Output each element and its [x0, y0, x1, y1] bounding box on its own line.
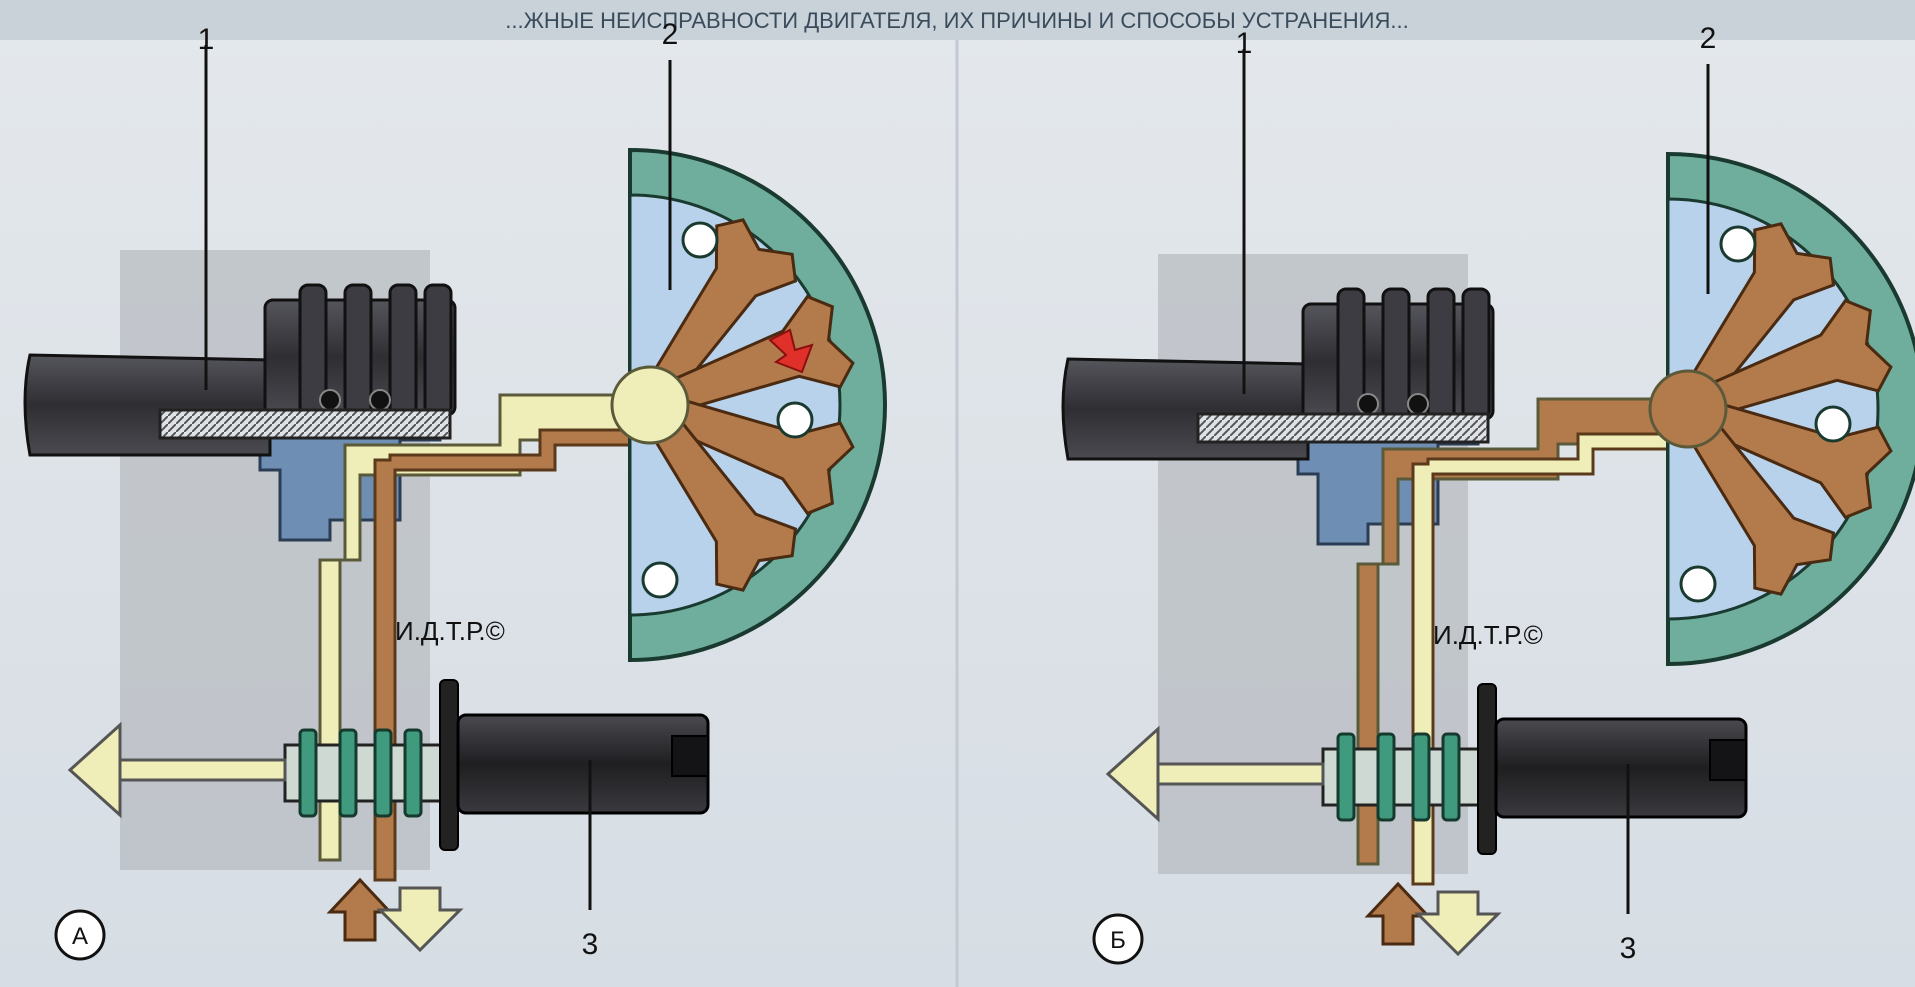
- rotor-hub: [1648, 369, 1728, 449]
- rotor-vane-shape: [1681, 394, 1893, 520]
- bolt-hole: [319, 389, 341, 411]
- gear-ridge: [1461, 287, 1491, 421]
- panel-label-circle: [54, 909, 106, 961]
- stator-hole: [776, 401, 814, 439]
- valve-land: [338, 728, 358, 818]
- drain-arrow-icon: [1105, 725, 1160, 823]
- solenoid-body: [1494, 717, 1748, 819]
- gear-ridge: [1381, 287, 1411, 421]
- rotor-vane-shape: [643, 390, 855, 516]
- drain-line: [1156, 762, 1325, 786]
- rotor-vane-shape: [1681, 298, 1893, 424]
- callout-3: 3: [1620, 932, 1637, 965]
- vane-chamber: [1666, 197, 1880, 621]
- rotor-vane: [643, 390, 855, 516]
- gear-ridge: [423, 283, 453, 417]
- return-arrow-icon: [1414, 890, 1502, 957]
- solenoid-flange: [439, 679, 459, 851]
- callout-1: 1: [1236, 27, 1253, 60]
- rotor-vane: [1674, 398, 1836, 596]
- valve-land: [1376, 732, 1396, 822]
- supply-arrow-icon: [326, 877, 394, 942]
- header-text: ...ЖНЫЕ НЕИСПРАВНОСТИ ДВИГАТЕЛЯ, ИХ ПРИЧ…: [505, 8, 1408, 33]
- gear-ridge: [388, 283, 418, 417]
- panel-a: 1 2 3 И.Д.Т.Р.© А: [23, 18, 887, 961]
- rotation-arrow-icon: [768, 328, 814, 374]
- callout-1: 1: [198, 23, 215, 56]
- stator-hole: [641, 561, 679, 599]
- bolt-hole: [1357, 393, 1379, 415]
- valve-land: [1441, 732, 1461, 822]
- watermark-text: И.Д.Т.Р.©: [1433, 620, 1543, 650]
- panel-label: А: [72, 923, 88, 950]
- header-strip: [0, 0, 1915, 40]
- panel-b: 1 2 3 И.Д.Т.Р.© Б: [1061, 22, 1915, 965]
- stator-hole: [1719, 225, 1757, 263]
- valve-land: [403, 728, 423, 818]
- rotor-vane: [1681, 298, 1893, 424]
- rotor-vane: [1681, 394, 1893, 520]
- rotor-vane-shape: [1674, 398, 1836, 596]
- gear-ridge: [1426, 287, 1456, 421]
- vane-chamber: [628, 193, 842, 617]
- valve-land: [298, 728, 318, 818]
- drain-arrow-icon: [67, 721, 122, 819]
- solenoid-body: [456, 713, 710, 815]
- rotor-hub: [610, 365, 690, 445]
- central-bolt: [1196, 412, 1490, 444]
- valve-land: [373, 728, 393, 818]
- central-bolt: [158, 408, 452, 440]
- stator-hole: [681, 221, 719, 259]
- supply-arrow-icon: [1364, 881, 1432, 946]
- rotor-vane: [643, 294, 855, 420]
- panel-label: Б: [1110, 927, 1126, 954]
- callout-3: 3: [582, 928, 599, 961]
- solenoid-connector: [671, 735, 709, 777]
- rotor-vane-shape: [636, 394, 798, 592]
- valve-land: [1411, 732, 1431, 822]
- bolt-hole: [369, 389, 391, 411]
- callout-2: 2: [1700, 22, 1717, 55]
- panel-label-circle: [1092, 913, 1144, 965]
- watermark-text: И.Д.Т.Р.©: [395, 616, 505, 646]
- drain-line: [118, 758, 287, 782]
- callout-2: 2: [662, 18, 679, 51]
- rotor-vane-shape: [643, 294, 855, 420]
- rotor-vane: [636, 394, 798, 592]
- return-arrow-icon: [376, 886, 464, 953]
- bolt-hole: [1407, 393, 1429, 415]
- gear-ridge: [343, 283, 373, 417]
- valve-land: [1336, 732, 1356, 822]
- stator-hole: [1679, 565, 1717, 603]
- stator-hole: [1814, 405, 1852, 443]
- camshaft-body: [23, 353, 272, 457]
- solenoid-connector: [1709, 739, 1747, 781]
- solenoid-flange: [1477, 683, 1497, 855]
- camshaft-body: [1061, 357, 1310, 461]
